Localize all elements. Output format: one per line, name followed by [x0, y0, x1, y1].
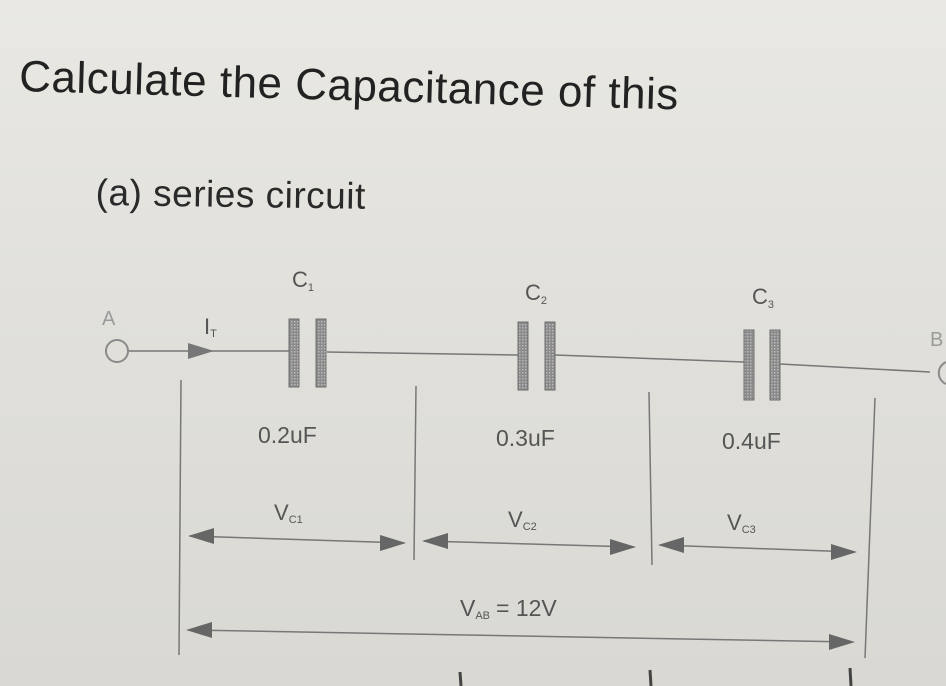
vc1-arrow-right-icon: [380, 535, 406, 551]
capacitor-c1-value: 0.2uF: [258, 422, 317, 448]
capacitor-c2: [517, 321, 556, 391]
vc1-dim-line: [189, 535, 405, 544]
capacitor-c3-plate-right: [769, 329, 781, 401]
voltage-vc2-label: VC2: [508, 507, 537, 533]
bottom-tick-1: [458, 671, 463, 686]
dim-line-c2-c3: [648, 391, 653, 566]
current-arrow-icon: [188, 343, 214, 359]
capacitor-c1-label: C1: [292, 267, 314, 294]
wire-c1-c2: [326, 351, 519, 356]
capacitor-c3-label: C3: [752, 284, 774, 311]
bottom-tick-3: [848, 667, 853, 686]
capacitor-c1-plate-left: [288, 318, 300, 388]
terminal-a-label: A: [102, 308, 116, 330]
dim-line-right: [864, 397, 876, 659]
capacitor-c1: [288, 318, 327, 388]
capacitor-c2-value: 0.3uF: [496, 425, 555, 451]
vab-arrow-left-icon: [186, 622, 212, 638]
vc3-arrow-left-icon: [658, 537, 684, 553]
vc2-arrow-right-icon: [610, 539, 636, 555]
dim-line-left: [178, 379, 182, 656]
capacitor-c2-plate-left: [517, 321, 529, 391]
capacitor-c2-label: C2: [525, 280, 547, 307]
capacitor-c2-plate-right: [544, 321, 556, 391]
terminal-b-icon: [937, 361, 946, 385]
capacitor-c3: [743, 329, 781, 401]
wire-c2-c3: [554, 354, 745, 363]
terminal-a-icon: [105, 339, 129, 363]
vab-arrow-right-icon: [829, 634, 855, 650]
capacitor-c3-plate-left: [743, 329, 755, 401]
current-label: IT: [204, 314, 217, 340]
vc1-arrow-left-icon: [188, 528, 214, 544]
vc2-arrow-left-icon: [422, 533, 448, 549]
terminal-b-label: B: [930, 329, 943, 351]
dim-line-c1-c2: [413, 385, 417, 561]
voltage-vc1-label: VC1: [274, 500, 303, 526]
bottom-tick-2: [648, 669, 653, 686]
vc3-dim-line: [659, 544, 856, 553]
capacitor-c1-plate-right: [315, 318, 327, 388]
vab-dim-line: [189, 629, 853, 643]
vc3-arrow-right-icon: [831, 544, 857, 560]
vc2-dim-line: [423, 540, 635, 548]
voltage-vc3-label: VC3: [727, 510, 756, 536]
capacitor-c3-value: 0.4uF: [722, 428, 781, 454]
voltage-vab-label: VAB= 12V: [460, 595, 557, 622]
wire-c3-b: [779, 363, 931, 373]
